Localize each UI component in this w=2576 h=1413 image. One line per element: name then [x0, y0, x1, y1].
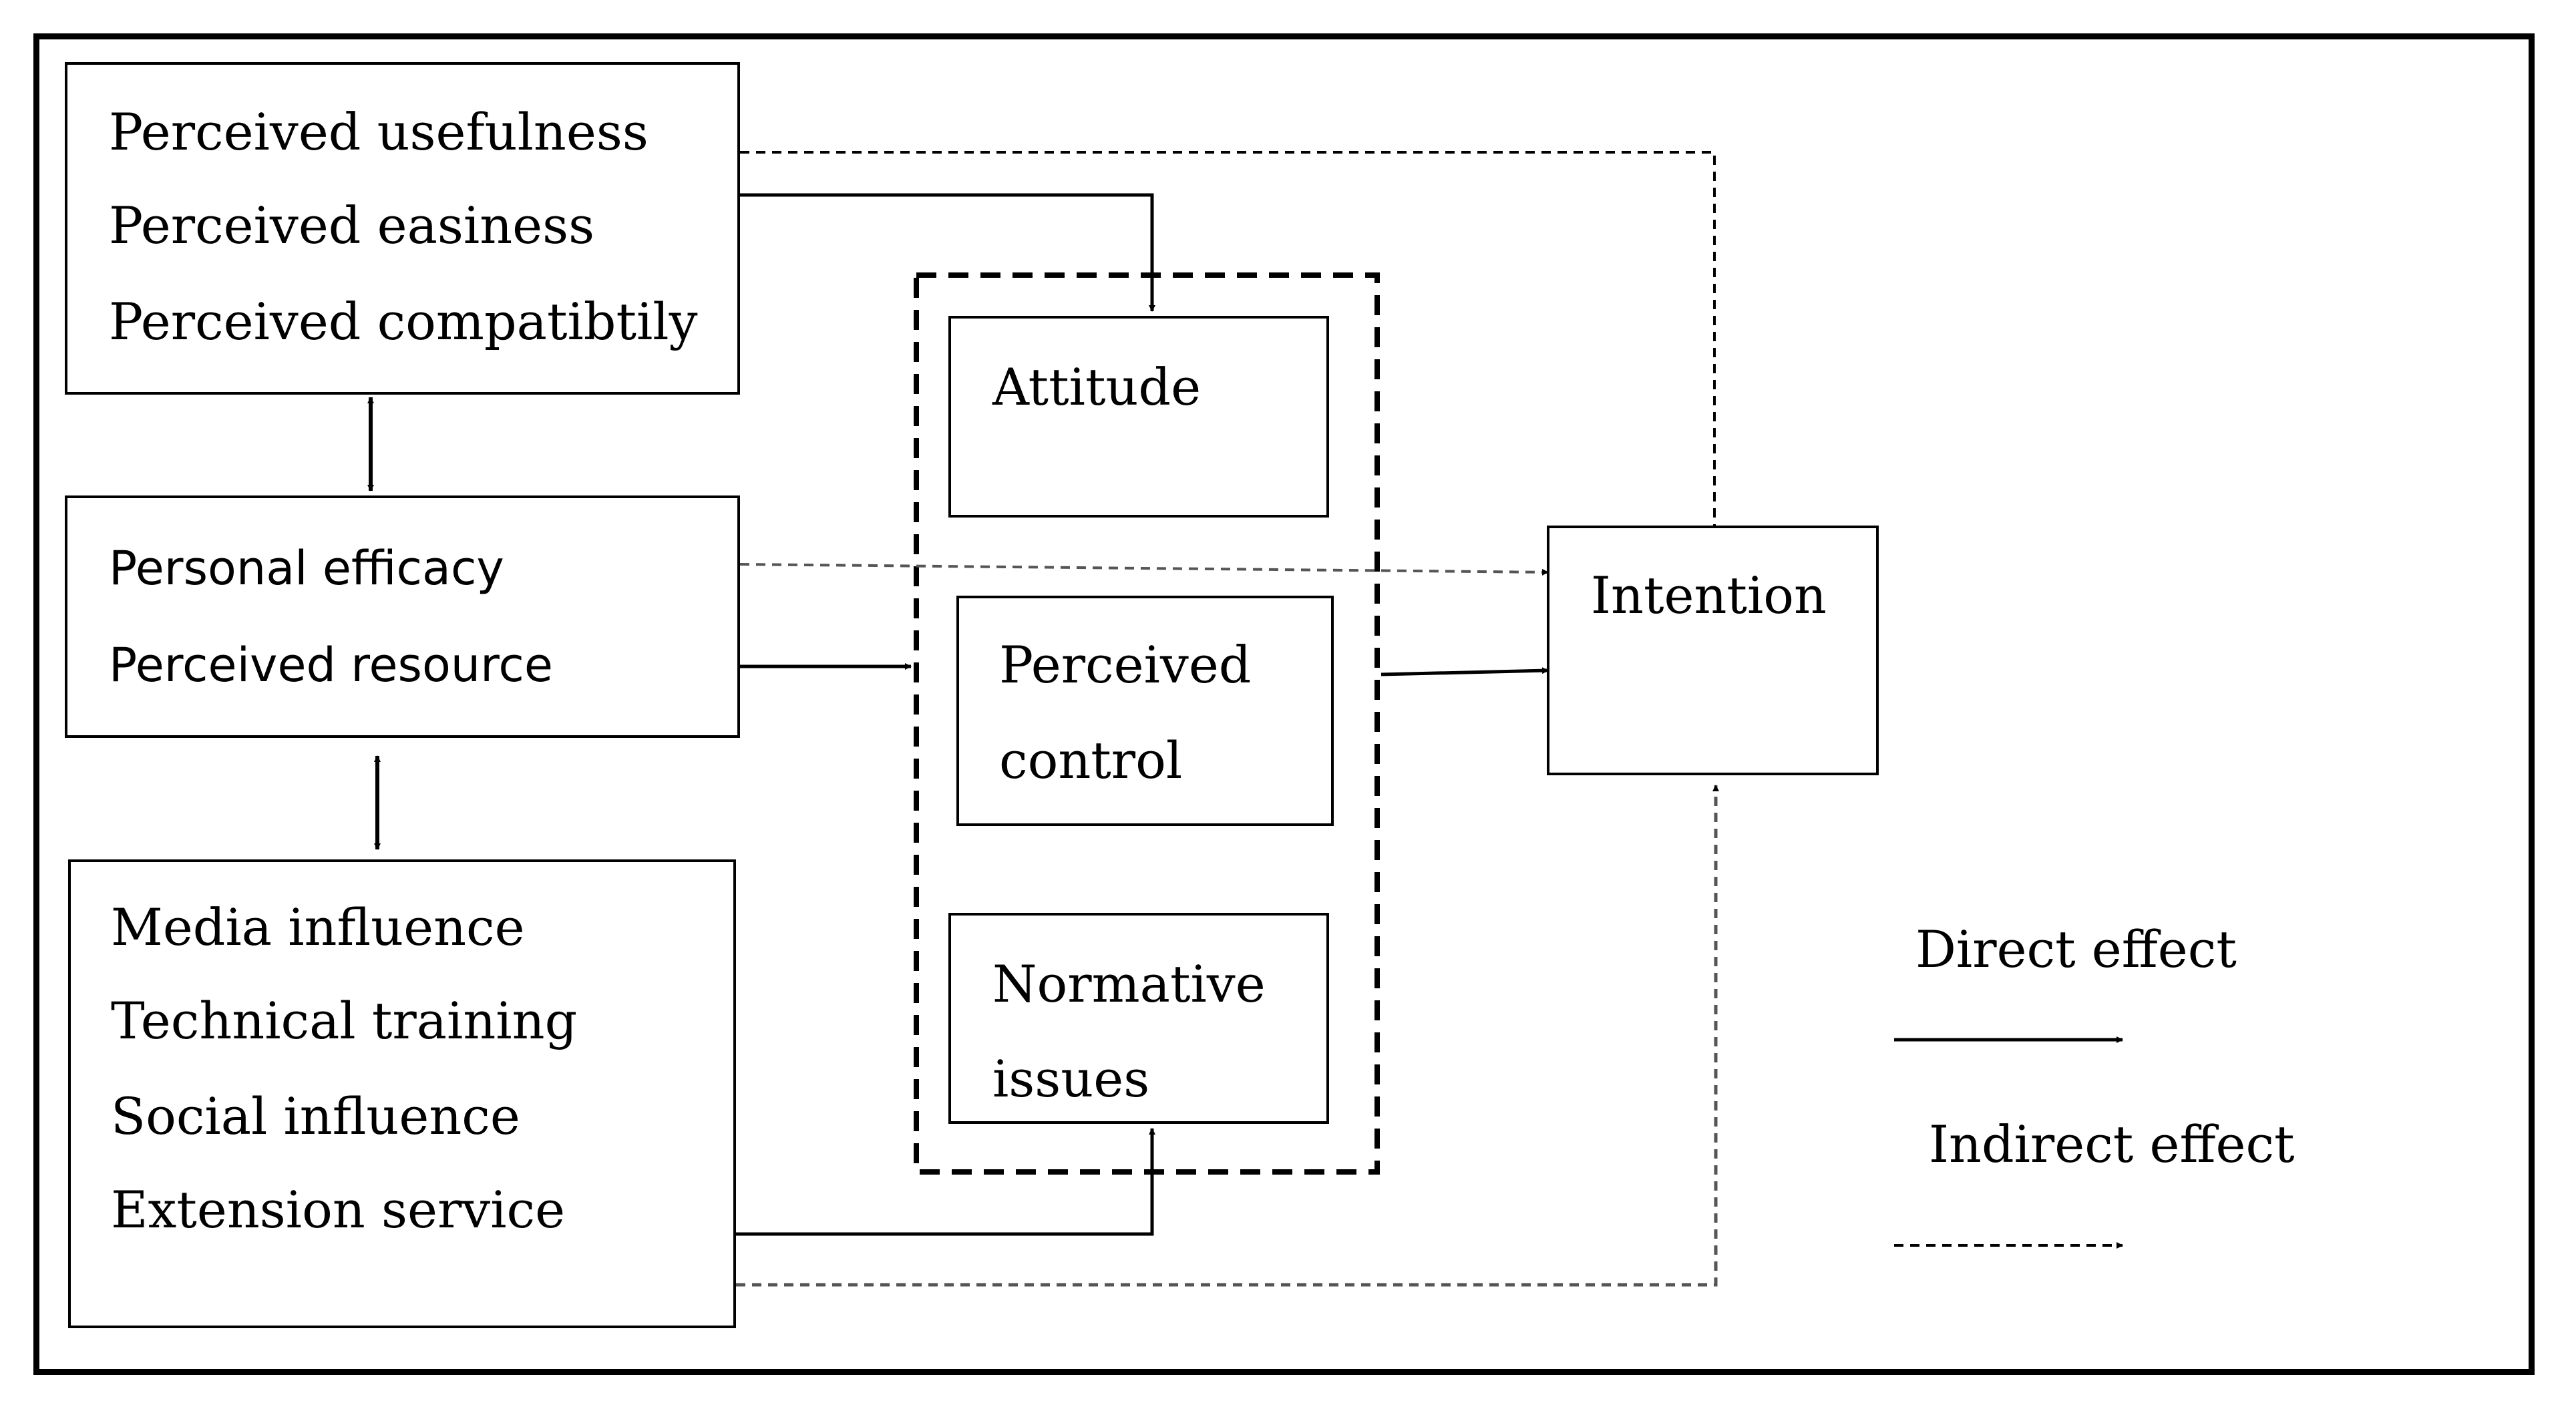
external-factors-box: Media influence Technical training Socia… [68, 859, 736, 1328]
control-line-2: control [999, 731, 1183, 790]
efficacy-box: Personal efficacy Perceived resource [65, 495, 740, 738]
efficacy-line-1: Personal efficacy [109, 541, 504, 596]
mediator-group-outline [914, 272, 1380, 1175]
legend-direct-label: Direct effect [1915, 920, 2237, 979]
perception-line-3: Perceived compatibtily [109, 292, 698, 351]
legend-indirect-label: Indirect effect [1929, 1115, 2295, 1174]
external-line-3: Social influence [111, 1086, 520, 1146]
intention-label: Intention [1591, 566, 1827, 625]
arrow-control-to-intention [1381, 667, 1549, 676]
arrow-perception-to-attitude [740, 193, 1155, 312]
external-line-2: Technical training [111, 991, 578, 1050]
normative-issues-box: Normative issues [948, 913, 1329, 1124]
perception-box: Perceived usefulness Perceived easiness … [65, 62, 740, 395]
external-line-1: Media influence [111, 897, 525, 957]
arrow-external-to-normative [736, 1128, 1155, 1236]
attitude-box: Attitude [948, 316, 1329, 518]
arrow-efficacy-to-intention-indirect [739, 563, 1549, 576]
arrow-external-to-intention-indirect [736, 785, 1719, 1287]
efficacy-line-2: Perceived resource [109, 638, 553, 692]
normative-line-1: Normative [992, 954, 1266, 1014]
external-line-4: Extension service [111, 1180, 566, 1239]
normative-line-2: issues [992, 1049, 1150, 1108]
perception-line-2: Perceived easiness [109, 196, 595, 255]
control-line-1: Perceived [999, 635, 1252, 694]
attitude-label: Attitude [992, 357, 1202, 417]
perceived-control-box: Perceived control [956, 596, 1334, 826]
arrow-perception-to-intention-indirect [740, 151, 1718, 547]
perception-line-1: Perceived usefulness [109, 102, 649, 162]
intention-box: Intention [1547, 526, 1879, 775]
